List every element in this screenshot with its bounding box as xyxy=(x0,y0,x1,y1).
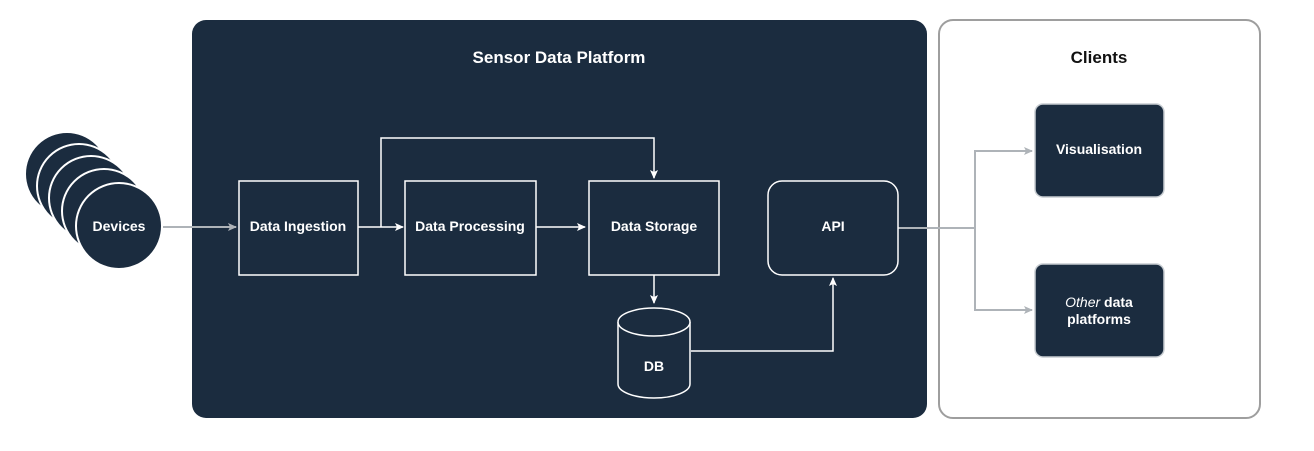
api-label: API xyxy=(821,218,844,234)
visualisation-label: Visualisation xyxy=(1056,141,1142,157)
other-platforms-box xyxy=(1034,263,1165,358)
connector-to-visualisation xyxy=(974,147,1033,228)
data-ingestion-node: Data Ingestion xyxy=(238,180,359,276)
db-cylinder-body xyxy=(617,322,691,399)
db-node: DB xyxy=(617,307,691,399)
other-line1-rest: data xyxy=(1100,294,1133,310)
devices-node: Devices xyxy=(24,131,163,270)
api-node: API xyxy=(767,180,899,276)
visualisation-box xyxy=(1034,103,1165,198)
data-ingestion-box xyxy=(238,180,359,276)
connector-to-other-platforms xyxy=(974,228,1033,314)
device-circle-front xyxy=(75,182,163,270)
connectors xyxy=(163,137,1033,352)
data-ingestion-label: Data Ingestion xyxy=(250,218,346,234)
clients-container: Clients xyxy=(938,19,1261,419)
other-emphasis: Other xyxy=(1065,294,1101,310)
data-processing-box xyxy=(404,180,537,276)
api-box xyxy=(767,180,899,276)
connector-ingestion-storage-bypass xyxy=(380,137,658,227)
other-platforms-label-line1: Other data xyxy=(1065,294,1133,310)
other-platforms-node: Other data platforms xyxy=(1034,263,1165,358)
platform-container: Sensor Data Platform xyxy=(192,20,927,418)
data-storage-node: Data Storage xyxy=(588,180,720,276)
visualisation-node: Visualisation xyxy=(1034,103,1165,198)
db-label: DB xyxy=(644,358,664,374)
clients-background xyxy=(938,19,1261,419)
platform-background xyxy=(192,20,927,418)
data-storage-box xyxy=(588,180,720,276)
data-processing-label: Data Processing xyxy=(415,218,525,234)
other-platforms-label-line2: platforms xyxy=(1067,311,1131,327)
connector-db-api xyxy=(691,277,837,352)
clients-title: Clients xyxy=(1071,48,1128,67)
db-cylinder-top xyxy=(617,307,691,337)
devices-label: Devices xyxy=(93,218,146,234)
platform-title: Sensor Data Platform xyxy=(473,48,646,67)
data-storage-label: Data Storage xyxy=(611,218,698,234)
data-processing-node: Data Processing xyxy=(404,180,537,276)
